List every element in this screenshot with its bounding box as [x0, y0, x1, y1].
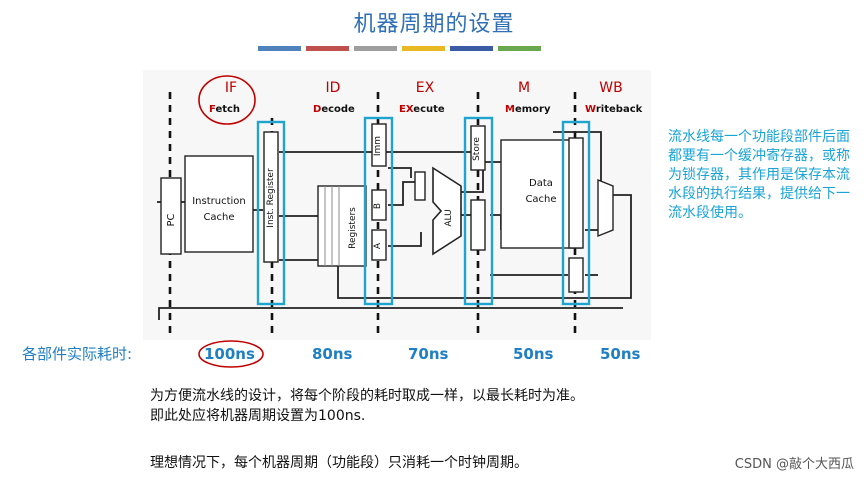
svg-text:Writeback: Writeback [585, 104, 643, 115]
svg-text:Decode: Decode [313, 104, 355, 115]
instruction-cache-block: Instruction Cache [184, 155, 254, 253]
stage-initial: W [585, 104, 596, 115]
stage-rest: riteback [596, 104, 643, 115]
ex-m-latches: Store [470, 125, 486, 251]
latch-highlight-boxes [256, 116, 591, 306]
m-wb-latches [568, 137, 614, 293]
stage-initial: M [505, 104, 515, 115]
svg-text:Fetch: Fetch [209, 104, 240, 115]
time-circle-annotation [198, 340, 264, 368]
color-segment [450, 46, 493, 51]
dcache-label-2: Cache [525, 194, 556, 205]
store-label: Store [472, 137, 482, 161]
stage-header-id: ID Decode [313, 80, 355, 115]
pipeline-diagram: IF Fetch ID Decode EX EXecute M Memory W… [143, 70, 651, 340]
stage-rest: etch [215, 104, 240, 115]
id-ex-latches: Imm B A [371, 123, 387, 261]
icache-label-1: Instruction [192, 196, 246, 207]
stage-abbr: ID [326, 80, 341, 96]
alu-label: ALU [444, 209, 454, 226]
time-m: 50ns [513, 345, 554, 363]
inst-register-label: Inst. Register [266, 168, 276, 228]
svg-text:Memory: Memory [505, 104, 551, 115]
stage-header-wb: WB Writeback [585, 80, 643, 115]
pipeline-svg: IF Fetch ID Decode EX EXecute M Memory W… [157, 75, 643, 338]
stage-initial: D [313, 104, 321, 115]
stage-abbr: WB [599, 80, 622, 96]
dcache-label-1: Data [529, 178, 553, 189]
svg-text:EXecute: EXecute [399, 104, 445, 115]
side-note: 流水线每一个功能段部件后面都要有一个缓冲寄存器，或称为锁存器，其作用是保存本流水… [668, 129, 850, 221]
time-caption: 各部件实际耗时: [22, 345, 133, 363]
time-if: 100ns [204, 345, 255, 363]
stage-header-m: M Memory [505, 80, 551, 115]
color-segment [354, 46, 397, 51]
reg-b-label: B [373, 203, 383, 209]
color-segment [306, 46, 349, 51]
stage-abbr: IF [225, 80, 237, 96]
time-id: 80ns [312, 345, 353, 363]
title-color-bar [258, 46, 541, 51]
stage-rest: emory [515, 104, 551, 115]
time-wb: 50ns [600, 345, 641, 363]
stage-abbr: M [518, 80, 530, 96]
stage-rest: ecode [321, 104, 355, 115]
stage-header-if: IF Fetch [209, 80, 240, 115]
stage-initial: EX [399, 104, 414, 115]
paragraph-1: 为方便流水线的设计，将每个阶段的耗时取成一样，以最长耗时为准。 [150, 388, 584, 404]
icache-label-2: Cache [203, 212, 234, 223]
stage-header-ex: EX EXecute [399, 80, 445, 115]
stage-rest: ecute [413, 104, 445, 115]
watermark: CSDN @敲个大西瓜 [734, 457, 854, 472]
color-segment [402, 46, 445, 51]
pc-label: PC [166, 213, 177, 226]
color-segment [498, 46, 541, 51]
page-title: 机器周期的设置 [353, 12, 515, 37]
time-ex: 70ns [408, 345, 449, 363]
stage-initial: F [209, 104, 215, 115]
wires [157, 131, 632, 320]
registers-block: Registers [317, 185, 367, 267]
inst-register-block: Inst. Register [263, 131, 279, 263]
imm-label: Imm [373, 136, 383, 156]
data-cache-block: Data Cache [500, 139, 582, 249]
alu-block: ALU [414, 166, 462, 256]
stage-abbr: EX [416, 80, 435, 96]
paragraph-2: 即此处应将机器周期设置为100ns. [150, 408, 366, 424]
color-segment [258, 46, 301, 51]
reg-a-label: A [373, 242, 383, 249]
registers-label: Registers [348, 207, 358, 249]
pc-block: PC [160, 177, 182, 255]
paragraph-3: 理想情况下，每个机器周期（功能段）只消耗一个时钟周期。 [150, 455, 528, 471]
if-circle-annotation [198, 75, 256, 125]
